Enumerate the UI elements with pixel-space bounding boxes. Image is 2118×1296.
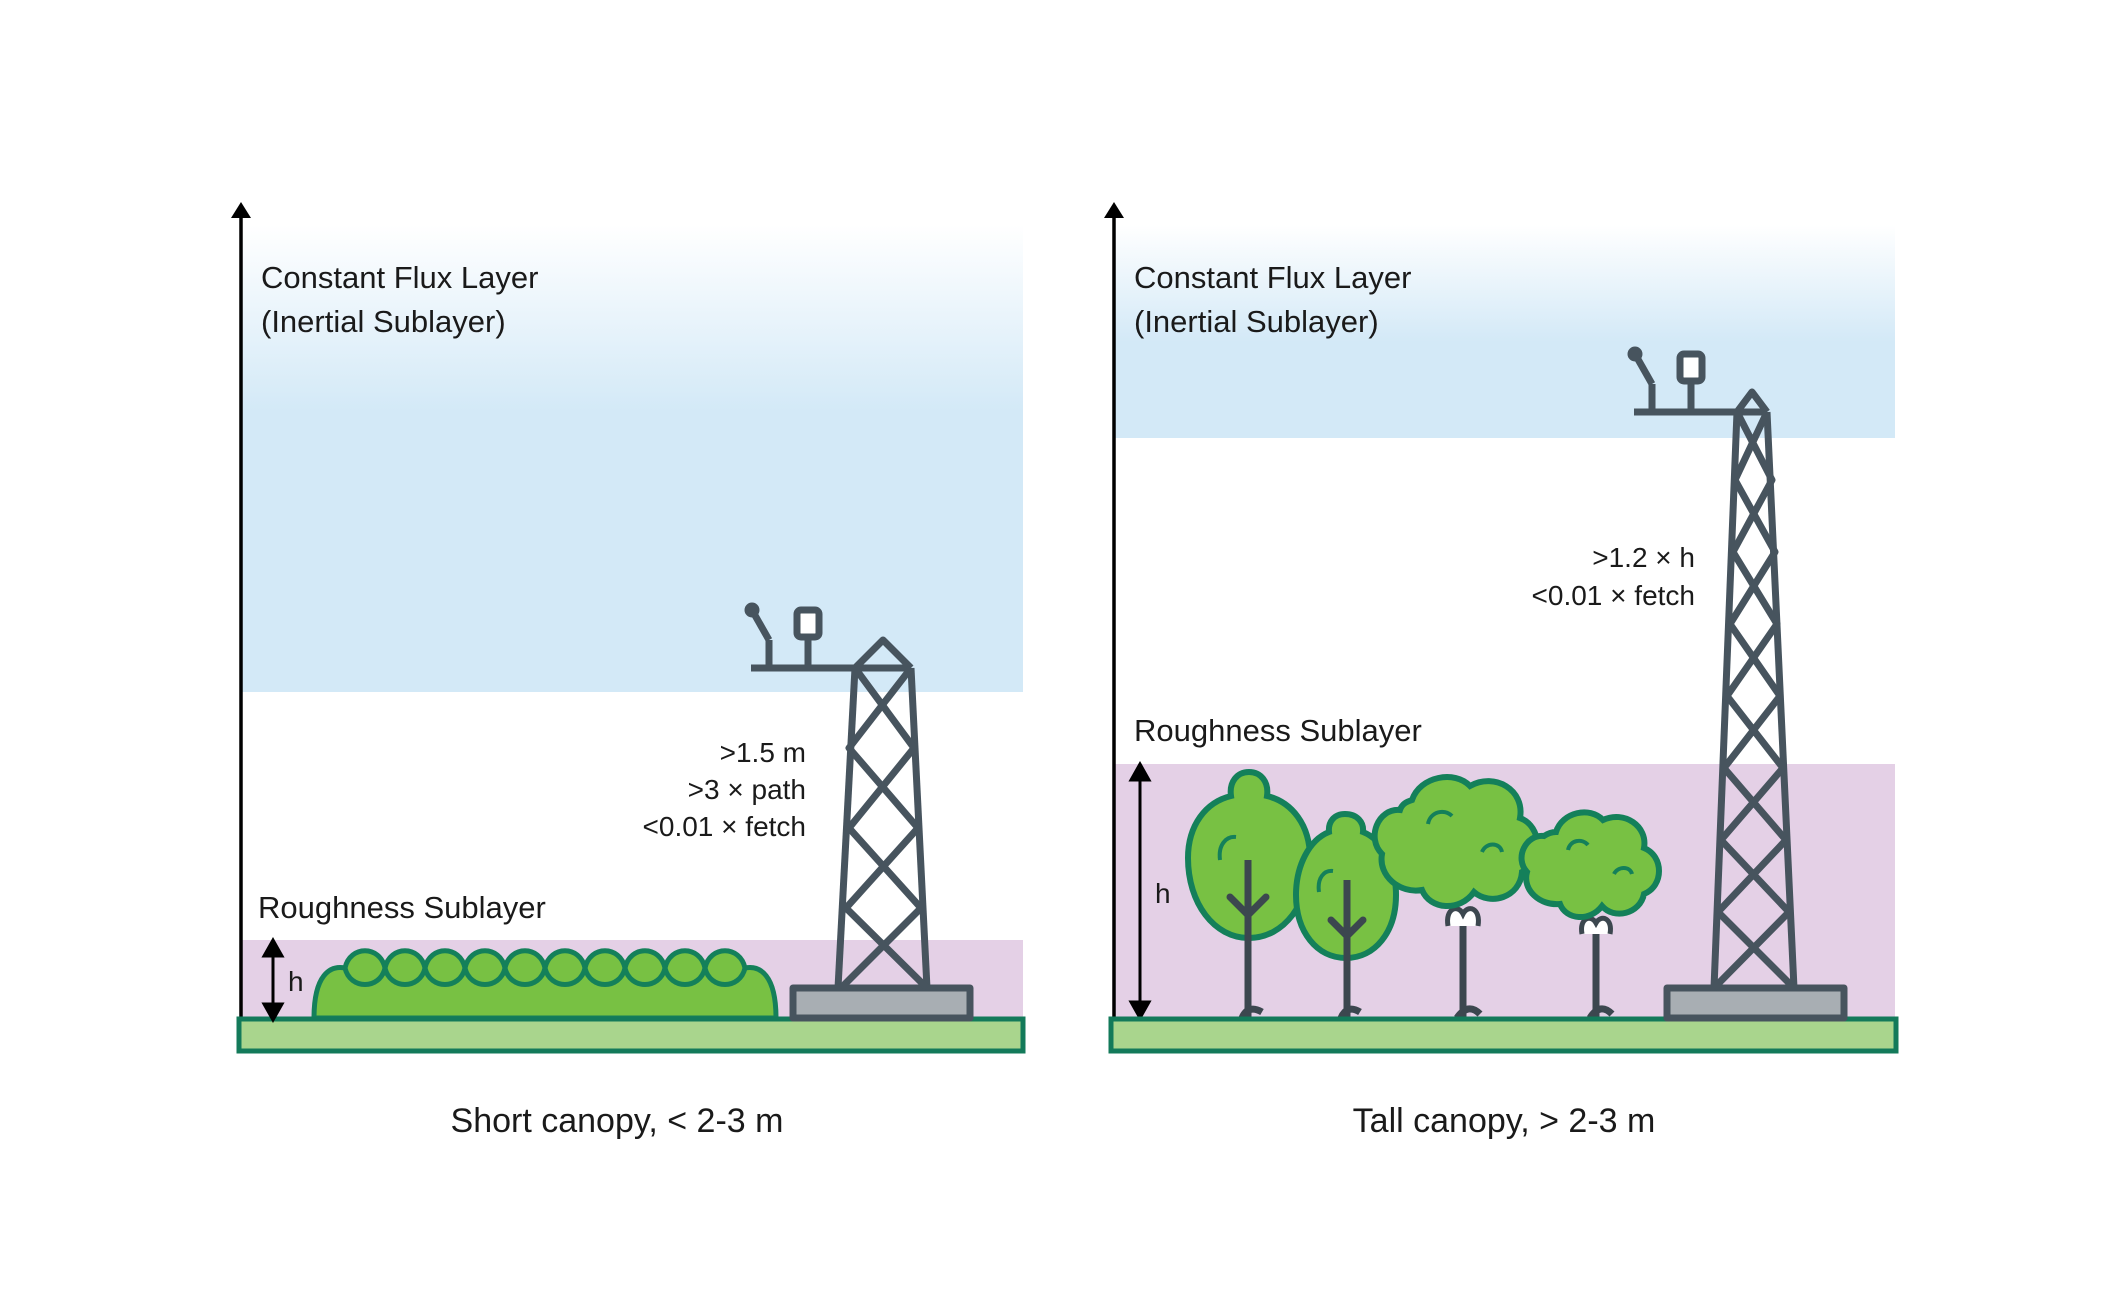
tree-icon: [1371, 774, 1541, 1021]
left-flux-layer-label-line1: Constant Flux Layer: [261, 260, 538, 295]
left-requirement-fetch: <0.01 × fetch: [643, 811, 806, 842]
ground-strip: [1108, 1016, 1899, 1054]
short-canopy-hedge: [311, 948, 779, 1021]
tree-icon: [1292, 810, 1400, 1020]
left-roughness-sublayer-label: Roughness Sublayer: [258, 890, 546, 925]
tall-canopy-trees: [1184, 768, 1662, 1022]
right-panel: Constant Flux Layer (Inertial Sublayer) …: [1104, 202, 1899, 1140]
right-roughness-sublayer-label: Roughness Sublayer: [1134, 713, 1422, 748]
tree-icon: [1184, 768, 1314, 1022]
canopy-height-arrow: [1128, 760, 1152, 1022]
left-requirement-height: >1.5 m: [720, 737, 806, 768]
left-caption: Short canopy, < 2-3 m: [451, 1102, 784, 1140]
right-flux-layer-label-line2: (Inertial Sublayer): [1134, 304, 1379, 339]
tower-base: [1663, 984, 1848, 1022]
left-requirement-path: >3 × path: [688, 774, 806, 805]
canopy-height-arrow: [261, 936, 285, 1024]
ground-strip: [236, 1016, 1026, 1054]
axis-arrowhead-icon: [231, 202, 251, 218]
flux-tower-short: [744, 602, 974, 1022]
left-panel: Constant Flux Layer (Inertial Sublayer) …: [231, 202, 1026, 1140]
constant-flux-layer-band: [241, 225, 1023, 692]
right-height-label: h: [1155, 878, 1171, 909]
right-flux-layer-label-line1: Constant Flux Layer: [1134, 260, 1411, 295]
right-requirement-height: >1.2 × h: [1592, 542, 1695, 573]
left-height-label: h: [288, 966, 304, 997]
tree-icon: [1518, 809, 1662, 1020]
constant-flux-layer-band: [1114, 225, 1895, 438]
right-requirement-fetch: <0.01 × fetch: [1532, 580, 1695, 611]
right-caption: Tall canopy, > 2-3 m: [1353, 1102, 1656, 1140]
tower-base: [789, 984, 974, 1022]
axis-arrowhead-icon: [1104, 202, 1124, 218]
flux-tower-tall: [1627, 346, 1848, 1022]
left-flux-layer-label-line2: (Inertial Sublayer): [261, 304, 506, 339]
